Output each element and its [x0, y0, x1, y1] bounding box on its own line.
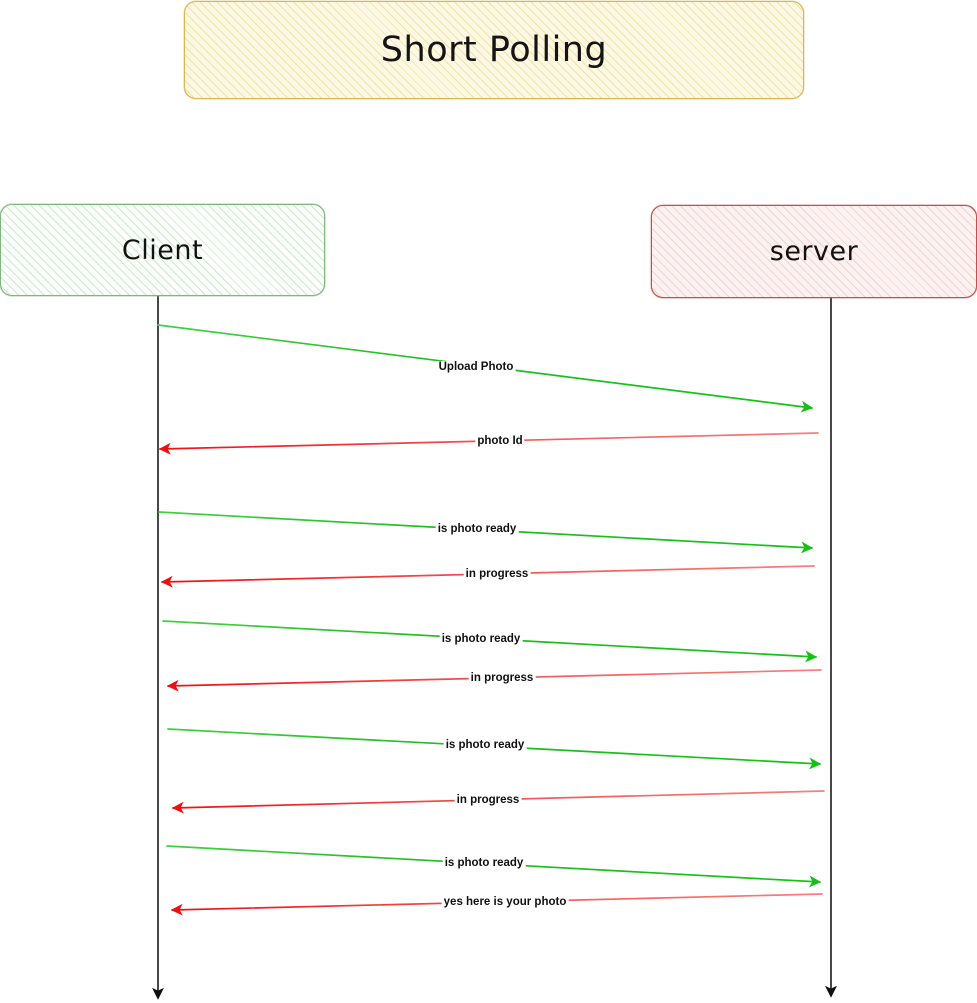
message-label-10: yes here is your photo [441, 896, 569, 909]
participant-box-server[interactable]: server [651, 205, 977, 298]
participant-label-client: Client [121, 234, 204, 266]
message-label-6: in progress [468, 672, 536, 685]
message-label-9: is photo ready [442, 857, 526, 870]
participant-box-client[interactable]: Client [0, 204, 325, 296]
message-label-7: is photo ready [443, 739, 527, 752]
message-label-3: is photo ready [435, 523, 519, 536]
message-label-5: is photo ready [439, 633, 523, 646]
messages-group [157, 324, 825, 916]
diagram-title: Short Polling [380, 30, 608, 70]
lifelines-group [152, 296, 837, 1000]
message-label-2: photo Id [475, 435, 525, 448]
diagram-title-box: Short Polling [184, 1, 804, 99]
message-label-1: Upload Photo [436, 361, 516, 374]
message-label-8: in progress [454, 794, 522, 807]
participant-label-server: server [769, 236, 859, 267]
message-label-4: in progress [463, 568, 531, 581]
